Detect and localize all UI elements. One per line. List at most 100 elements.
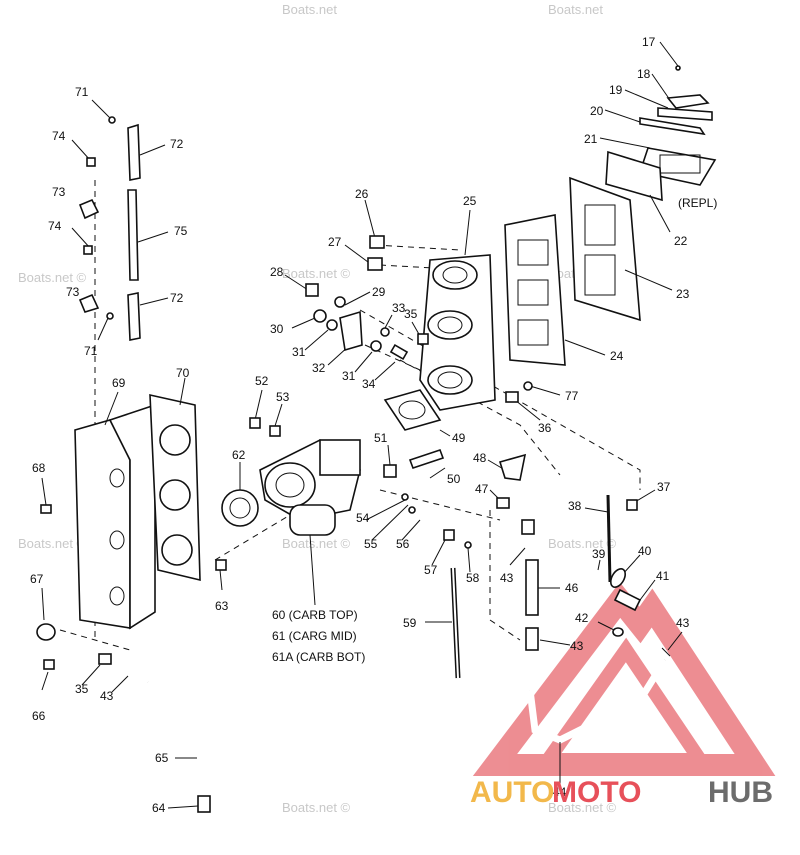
- note-carb-bot: 61A (CARB BOT): [272, 650, 365, 664]
- callout-42: 42: [575, 611, 589, 625]
- callout-32: 32: [312, 361, 326, 375]
- watermark-layer: Boats.net Boats.net Boats.net © Boats.ne…: [18, 2, 617, 815]
- callout-67: 67: [30, 572, 44, 586]
- callout-46: 46: [565, 581, 579, 595]
- intake-manifold: [419, 209, 496, 411]
- rod-59: [425, 567, 461, 679]
- silencer-cover: [74, 377, 201, 630]
- callout-36: 36: [538, 421, 552, 435]
- callout-41: 41: [656, 569, 670, 583]
- callout-22: 22: [674, 234, 688, 248]
- callout-70: 70: [176, 366, 190, 380]
- callout-44: 44: [553, 785, 567, 799]
- callout-74: 74: [48, 219, 62, 233]
- linkage-parts: [284, 274, 429, 381]
- callout-63: 63: [215, 599, 229, 613]
- callout-53: 53: [276, 390, 290, 404]
- fuel-lines: [509, 489, 683, 785]
- callout-51: 51: [374, 431, 388, 445]
- callout-59: 59: [403, 616, 417, 630]
- watermark: Boats.net ©: [548, 536, 617, 551]
- callout-71: 71: [75, 85, 89, 99]
- callout-40: 40: [638, 544, 652, 558]
- callout-24: 24: [610, 349, 624, 363]
- callout-29: 29: [372, 285, 386, 299]
- callout-35: 35: [404, 307, 418, 321]
- watermark: Boats.net ©: [282, 800, 351, 815]
- callout-68: 68: [32, 461, 46, 475]
- callout-21: 21: [584, 132, 598, 146]
- gasket-24: [504, 214, 606, 366]
- callout-39: 39: [592, 547, 606, 561]
- bolts-26-27: [344, 199, 385, 271]
- callout-31: 31: [292, 345, 306, 359]
- gasket-49: [383, 389, 451, 437]
- callout-23: 23: [676, 287, 690, 301]
- callout-43: 43: [676, 616, 690, 630]
- callout-72: 72: [170, 137, 184, 151]
- callout-28: 28: [270, 265, 284, 279]
- callout-58: 58: [466, 571, 480, 585]
- note-carb-mid: 61 (CARG MID): [272, 629, 357, 643]
- carburetor-notes: 60 (CARB TOP) 61 (CARG MID) 61A (CARB BO…: [272, 608, 365, 664]
- callout-65: 65: [155, 751, 169, 765]
- bolts-36-77: [505, 381, 561, 421]
- callout-57: 57: [424, 563, 438, 577]
- watermark: Boats.net: [282, 2, 337, 17]
- watermark: Boats.net ©: [548, 800, 617, 815]
- callout-73: 73: [52, 185, 66, 199]
- brand-part-moto: MOTO: [552, 776, 641, 809]
- watermark: Boats.net ©: [282, 266, 351, 281]
- callout-17: 17: [642, 35, 656, 49]
- note-carb-top: 60 (CARB TOP): [272, 608, 358, 622]
- callout-69: 69: [112, 376, 126, 390]
- callout-47: 47: [475, 482, 489, 496]
- callout-64: 64: [152, 801, 166, 815]
- brand-part-auto: AUTO: [470, 776, 554, 809]
- repl-note: (REPL): [678, 196, 717, 210]
- callout-30: 30: [270, 322, 284, 336]
- callout-20: 20: [590, 104, 604, 118]
- brand-wordmark: AUTO MOTO HUB: [470, 776, 773, 809]
- hose-65: [145, 678, 211, 813]
- fuel-parts: [365, 444, 527, 573]
- callout-55: 55: [364, 537, 378, 551]
- callout-43: 43: [500, 571, 514, 585]
- brand-logo-mark: [472, 582, 776, 776]
- callout-48: 48: [473, 451, 487, 465]
- callout-38: 38: [568, 499, 582, 513]
- callout-54: 54: [356, 511, 370, 525]
- callout-27: 27: [328, 235, 342, 249]
- callout-73: 73: [66, 285, 80, 299]
- assembly-guide-lines: [59, 180, 641, 651]
- watermark: Boats.net ©: [282, 536, 351, 551]
- callout-25: 25: [463, 194, 477, 208]
- callout-35: 35: [75, 682, 89, 696]
- callout-74: 74: [52, 129, 66, 143]
- callout-56: 56: [396, 537, 410, 551]
- watermark: Boats.net ©: [18, 270, 87, 285]
- left-fasteners: [36, 477, 129, 693]
- carburetor: [215, 389, 361, 606]
- callout-49: 49: [452, 431, 466, 445]
- callout-43: 43: [570, 639, 584, 653]
- callout-43: 43: [100, 689, 114, 703]
- brand-part-hub: HUB: [708, 776, 773, 809]
- callout-labels: 17 18 19 20 21 (REPL) 22 23 24 25 26 27 …: [30, 35, 717, 815]
- callout-50: 50: [447, 472, 461, 486]
- callout-31: 31: [342, 369, 356, 383]
- callout-18: 18: [637, 67, 651, 81]
- callout-72: 72: [170, 291, 184, 305]
- callout-66: 66: [32, 709, 46, 723]
- callout-75: 75: [174, 224, 188, 238]
- watermark: Boats.net: [548, 2, 603, 17]
- callout-52: 52: [255, 374, 269, 388]
- callout-71: 71: [84, 344, 98, 358]
- callout-34: 34: [362, 377, 376, 391]
- callout-33: 33: [392, 301, 406, 315]
- callout-77: 77: [565, 389, 579, 403]
- callout-62: 62: [232, 448, 246, 462]
- callout-26: 26: [355, 187, 369, 201]
